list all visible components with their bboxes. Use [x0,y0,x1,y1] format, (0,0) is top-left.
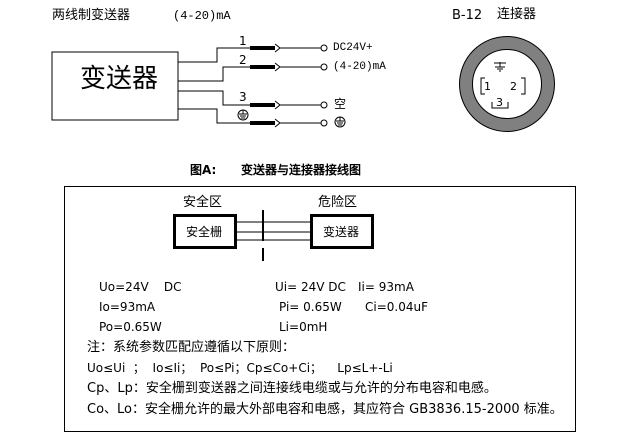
param-po: Po=0.65W [99,320,162,334]
transmitter-label: 变送器 [80,64,159,94]
connector-name: 连接器 [497,7,537,22]
pin-2-number: 2 [239,53,247,67]
param-uo: Uo=24V DC [99,280,182,294]
transmitter-box [51,51,179,121]
param-pi: Pi= 0.65W [279,300,342,314]
safe-box-label: 安全栅 [186,225,223,239]
note-heading: 注：系统参数匹配应遵循以下原则： [87,340,296,355]
hazard-zone-label: 危险区 [318,195,358,210]
signal-label: (4-20)mA [173,9,231,23]
param-li: Li=0mH [279,320,328,334]
caption: 变送器与连接器接线图 [241,163,362,177]
wire-ground [178,108,250,124]
caption-prefix: 图A: [190,163,217,177]
param-ui: Ui= 24V DC [275,280,346,294]
terminal-1 [320,44,328,52]
note-cp-lp: Cp、Lp：安全栅到变送器之间连接线电缆或与允许的分布电容和电感。 [87,381,497,396]
pin-3-label: 空 [334,97,347,111]
pin-2-label: (4-20)mA [333,61,386,73]
wire-2 [178,66,250,82]
safe-barrier-box [173,214,237,249]
connector-pin-1: 1 [484,80,491,93]
pin-1-number: 1 [239,34,247,48]
wires [178,43,328,128]
pin-3-number: 3 [239,90,247,104]
connector-pin-3: 3 [496,96,503,109]
ground-terminal-icon [334,116,346,128]
note-rules: Uo≤Ui ； Io≤Ii； Po≤Pi；Cp≤Co+Ci； Lp≤L+-Li [87,361,393,375]
connector-icon [459,36,555,132]
ground-icon [237,109,249,121]
barrier-frame [64,186,576,432]
terminal-2 [320,63,328,71]
terminal-ground [320,119,328,127]
param-io: Io=93mA [99,300,156,314]
param-ci: Ci=0.04uF [365,300,428,314]
hazard-transmitter-box [310,214,374,249]
param-ii: Ii= 93mA [358,280,414,294]
plug-arrows [274,43,321,128]
diagram-title: 两线制变送器 [52,8,131,23]
safe-zone-label: 安全区 [183,195,223,210]
terminal-3 [320,101,328,109]
connector-title: B-12 [452,8,483,23]
note-co-lo: Co、Lo：安全栅允许的最大外部电容和电感，其应符合 GB3836.15-200… [87,402,563,417]
barrier-cables [237,221,310,241]
plug-bars [250,46,275,125]
connector-pin-2: 2 [510,80,517,93]
wire-1 [178,47,250,63]
hazard-box-label: 变送器 [323,225,360,239]
wire-3 [178,90,250,106]
pin-1-label: DC24V+ [333,42,373,54]
